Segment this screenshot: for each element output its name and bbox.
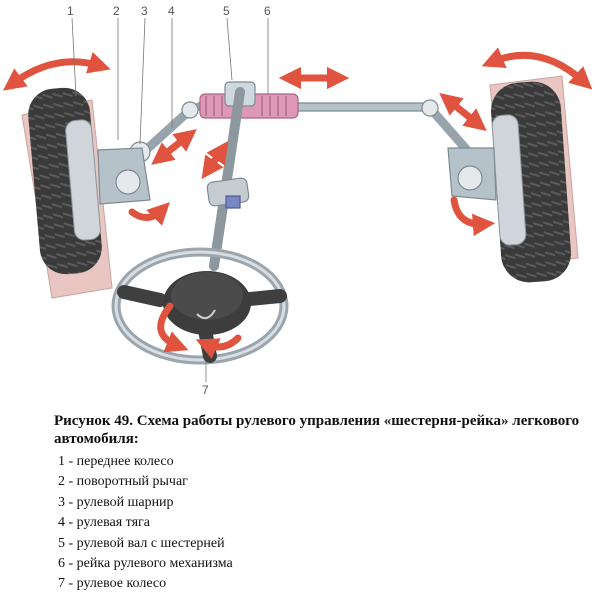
steering-diagram: 1 2 3 4 5 6 7 — [3, 4, 593, 397]
callout-7: 7 — [202, 383, 209, 397]
steering-wheel — [111, 247, 289, 365]
legend-item: 6 - рейка рулевого механизма — [58, 556, 233, 572]
callout-5: 5 — [223, 4, 230, 18]
component-legend: 1 - переднее колесо 2 - поворотный рычаг… — [54, 452, 594, 595]
legend-item: 3 - рулевой шарнир — [58, 494, 174, 510]
callout-leaders — [71, 17, 269, 382]
right-wheel — [489, 75, 579, 283]
legend-item: 4 - рулевая тяга — [58, 515, 150, 531]
caption-title: Рисунок 49. Схема работы рулевого управл… — [54, 413, 580, 447]
left-wheel-rotation-arrow — [3, 51, 111, 91]
right-rim — [491, 114, 527, 246]
right-wheel-rotation-arrow — [481, 47, 593, 90]
callout-1: 1 — [67, 4, 74, 18]
callout-3: 3 — [141, 4, 148, 18]
callout-6: 6 — [264, 4, 271, 18]
legend-item: 2 - поворотный рычаг — [58, 474, 188, 490]
left-wheel — [21, 87, 113, 299]
legend-item: 1 - переднее колесо — [58, 454, 174, 469]
right-knuckle-rotation-arrow — [450, 196, 496, 237]
steering-wheel-rotation-arrow-left — [157, 302, 189, 353]
legend-item: 5 - рулевой вал с шестерней — [58, 535, 225, 551]
figure-caption: Рисунок 49. Схема работы рулевого управл… — [54, 412, 594, 595]
left-rim — [65, 119, 101, 241]
right-rack-extension — [289, 102, 431, 112]
horn-logo-icon — [196, 309, 216, 320]
steering-linkage — [97, 81, 497, 271]
steering-wheel-rotation-arrow-right — [195, 334, 242, 359]
right-rod-motion-arrow — [439, 93, 487, 131]
right-joint — [421, 99, 439, 117]
legend-item: 7 - рулевое колесо — [58, 576, 167, 592]
left-knuckle-rotation-arrow — [128, 202, 170, 226]
left-joint — [181, 101, 199, 119]
steering-illustration — [3, 17, 593, 382]
callout-2: 2 — [113, 4, 120, 18]
left-rod-motion-arrow — [151, 129, 197, 165]
callout-4: 4 — [168, 4, 175, 18]
motion-arrows — [3, 47, 593, 359]
shaft-rotation-arrow — [201, 140, 229, 180]
